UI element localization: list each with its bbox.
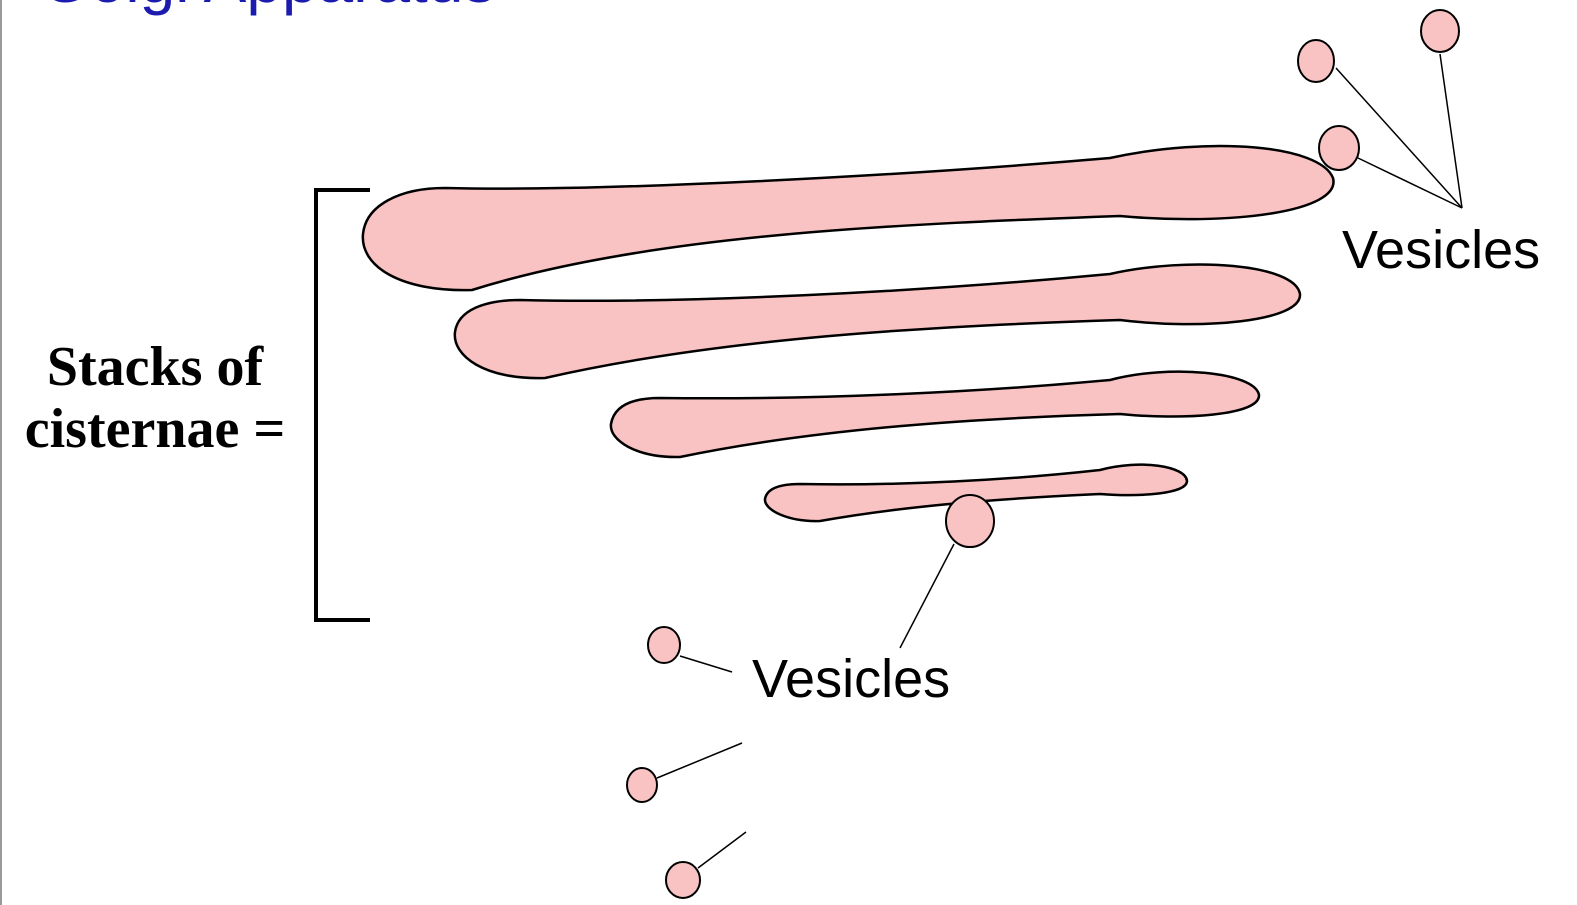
- leader-bottom-2: [657, 743, 742, 778]
- vesicle-bottom-3: [666, 862, 700, 898]
- leader-bottom-3: [698, 832, 746, 868]
- leader-bottom-1: [680, 656, 732, 672]
- cisterna-3: [611, 372, 1259, 457]
- leader-top-3: [1358, 158, 1462, 208]
- vesicle-top-3: [1319, 126, 1359, 170]
- leader-top-2: [1440, 54, 1462, 208]
- leader-budding: [900, 544, 954, 648]
- vesicle-budding: [946, 495, 994, 547]
- vesicle-top-2: [1421, 10, 1459, 52]
- cisterna-2: [455, 264, 1300, 378]
- vesicle-bottom-2: [627, 768, 657, 802]
- vesicles-label-top: Vesicles: [1342, 220, 1540, 280]
- vesicle-top-1: [1298, 40, 1334, 82]
- vesicle-bottom-1: [648, 627, 680, 663]
- cisternae-bracket: [316, 190, 370, 620]
- vesicles-label-bottom: Vesicles: [752, 649, 950, 709]
